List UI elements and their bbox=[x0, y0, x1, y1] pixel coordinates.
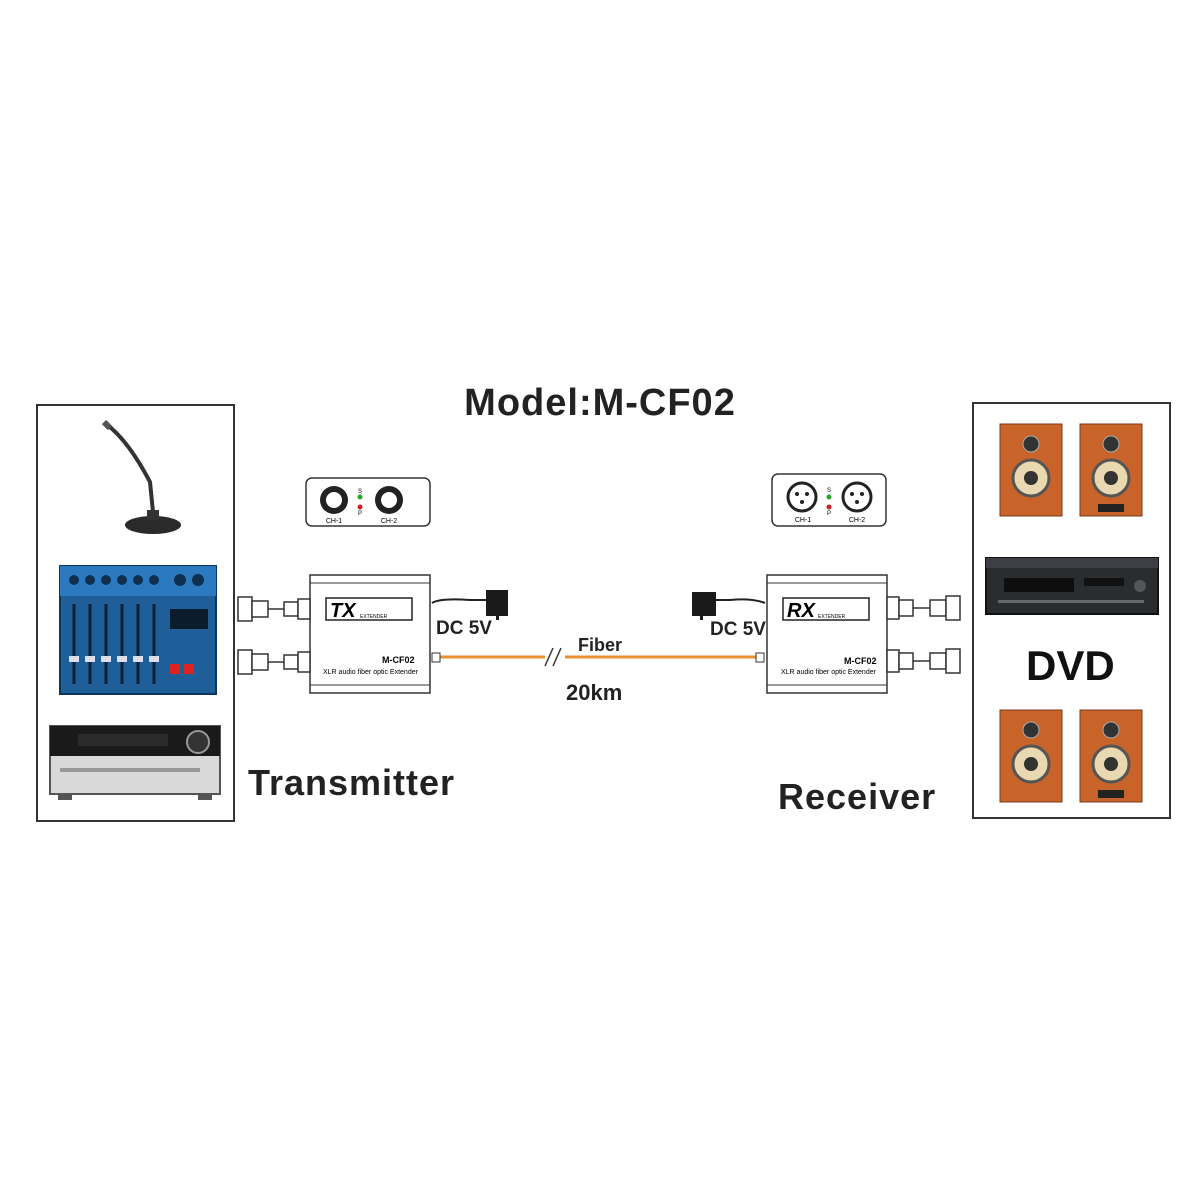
rx-panel-p: P bbox=[827, 511, 831, 517]
tx-model: M-CF02 bbox=[382, 655, 415, 665]
rx-panel-s: S bbox=[827, 488, 831, 494]
power-adapter-icon bbox=[431, 590, 508, 620]
rx-badge: RX bbox=[787, 600, 816, 622]
rx-model: M-CF02 bbox=[844, 656, 877, 666]
microphone-icon bbox=[101, 420, 181, 534]
tx-desc: XLR audio fiber optic Extender bbox=[323, 669, 419, 676]
rx-desc: XLR audio fiber optic Extender bbox=[781, 669, 877, 676]
tx-unit: TX EXTENDER M-CF02 XLR audio fiber optic… bbox=[309, 574, 431, 694]
tx-front-panel: CH-1 CH-2 S P bbox=[305, 477, 431, 527]
tx-panel-s: S bbox=[358, 489, 362, 495]
power-adapter-icon bbox=[692, 592, 766, 620]
mixer-icon bbox=[59, 565, 217, 695]
rx-unit: RX EXTENDER M-CF02 XLR audio fiber optic… bbox=[766, 574, 888, 694]
rx-badge-sub: EXTENDER bbox=[818, 614, 846, 620]
dvd-player-icon bbox=[985, 557, 1159, 615]
speaker-icon bbox=[999, 709, 1143, 803]
tx-badge-sub: EXTENDER bbox=[360, 614, 388, 620]
tx-panel-ch2: CH-2 bbox=[381, 518, 397, 525]
rx-panel-ch2: CH-2 bbox=[849, 517, 865, 524]
rx-front-panel: CH-1 CH-2 S P bbox=[771, 473, 887, 527]
transmitter-label: Transmitter bbox=[248, 762, 456, 803]
tx-power-label: DC 5V bbox=[436, 618, 492, 639]
amplifier-icon bbox=[49, 725, 221, 800]
tx-badge: TX bbox=[330, 600, 357, 622]
xlr-connector-icon bbox=[886, 595, 961, 674]
tx-panel-p: P bbox=[358, 511, 362, 517]
fiber-label: Fiber bbox=[578, 635, 623, 655]
transmitter-source-box bbox=[36, 404, 235, 822]
tx-panel-ch1: CH-1 bbox=[326, 518, 342, 525]
speaker-icon bbox=[999, 423, 1143, 517]
rx-power-label: DC 5V bbox=[710, 619, 766, 640]
page-title: Model:M-CF02 bbox=[464, 382, 736, 424]
fiber-cable bbox=[431, 647, 765, 667]
xlr-connector-icon bbox=[237, 596, 311, 675]
distance-label: 20km bbox=[566, 680, 623, 705]
receiver-output-box: DVD bbox=[972, 402, 1171, 819]
rx-panel-ch1: CH-1 bbox=[795, 517, 811, 524]
receiver-label: Receiver bbox=[778, 776, 937, 817]
dvd-label: DVD bbox=[1026, 642, 1115, 689]
